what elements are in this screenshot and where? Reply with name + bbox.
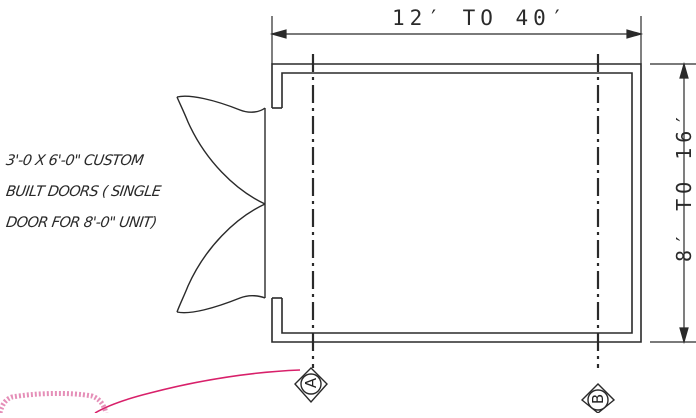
grid-marker-a-label: A — [302, 377, 320, 389]
door-swing-upper — [176, 96, 266, 205]
grid-marker-b-label: B — [589, 393, 607, 405]
door-note-line-1: 3'-0 X 6'-0" CUSTOM — [4, 153, 145, 169]
grid-lines — [311, 54, 600, 368]
overall-width-label: 8′ TO 16′ — [672, 108, 696, 262]
door-note-line-2: BUILT DOORS ( SINGLE — [4, 184, 162, 200]
door-leaf-upper — [176, 95, 266, 113]
right-dimension — [650, 61, 696, 345]
grid-marker-a — [294, 367, 328, 404]
inner-wall — [281, 72, 633, 334]
red-markup — [0, 369, 301, 414]
door-leaf-lower — [176, 295, 266, 314]
top-dim-arrow-left — [269, 29, 287, 39]
right-dim-arrow-bottom — [679, 327, 689, 345]
markup-stroke — [94, 369, 301, 414]
door-note-line-3: DOOR FOR 8'-0" UNIT) — [4, 215, 158, 231]
right-dim-arrow-top — [679, 61, 689, 79]
grid-marker-b — [580, 383, 616, 414]
building-walls — [271, 63, 642, 343]
top-dimension — [269, 16, 644, 64]
door-swing-lower — [176, 203, 266, 313]
outer-wall — [271, 63, 642, 343]
overall-length-label: 12′ TO 40′ — [392, 6, 569, 30]
markup-scribble — [0, 390, 109, 414]
top-dim-arrow-right — [626, 29, 644, 39]
double-doors — [176, 95, 266, 314]
